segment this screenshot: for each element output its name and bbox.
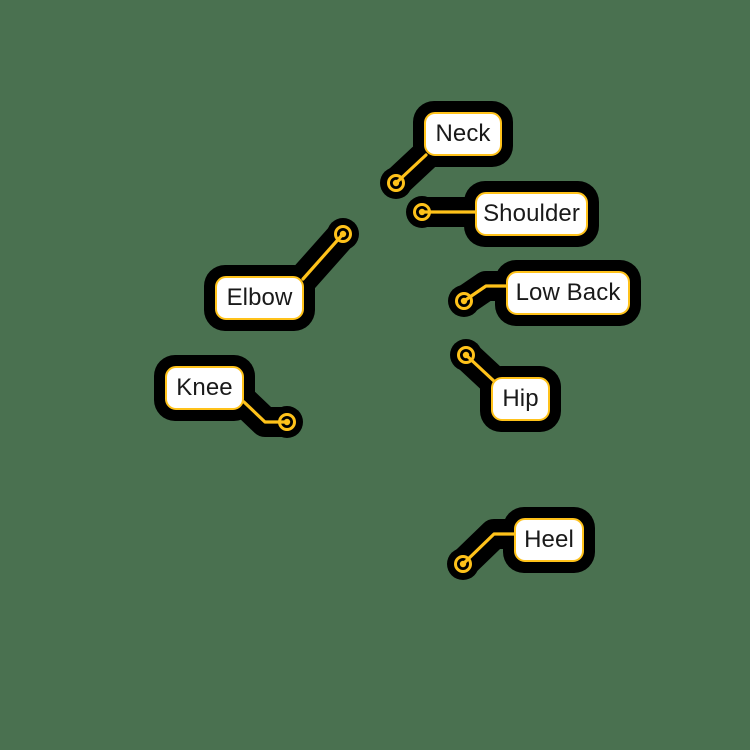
marker-core-elbow[interactable] (339, 230, 347, 238)
marker-core-shoulder[interactable] (418, 208, 426, 216)
marker-core-hip[interactable] (462, 351, 470, 359)
annotation-label-text-heel: Heel (524, 526, 574, 553)
annotation-label-knee[interactable]: Knee (165, 366, 244, 410)
leader-line-heel (461, 532, 518, 566)
marker-ring-low-back[interactable] (455, 292, 473, 310)
marker-ring-knee[interactable] (278, 413, 296, 431)
leader-line-elbow (301, 232, 345, 281)
marker-ring-hip[interactable] (457, 346, 475, 364)
marker-layer (278, 174, 475, 573)
marker-core-knee[interactable] (283, 418, 291, 426)
annotation-label-shoulder[interactable]: Shoulder (475, 192, 588, 236)
marker-core-neck[interactable] (392, 179, 400, 187)
marker-ring-heel[interactable] (454, 555, 472, 573)
annotation-label-text-elbow: Elbow (226, 284, 293, 311)
marker-ring-elbow[interactable] (334, 225, 352, 243)
annotation-label-text-hip: Hip (502, 385, 539, 412)
annotation-label-text-low-back: Low Back (515, 279, 621, 306)
annotation-label-text-neck: Neck (435, 120, 491, 147)
annotation-label-hip[interactable]: Hip (491, 377, 550, 421)
annotation-label-text-shoulder: Shoulder (483, 200, 580, 227)
annotation-label-text-knee: Knee (176, 374, 233, 401)
annotation-label-low-back[interactable]: Low Back (506, 271, 630, 315)
marker-core-low-back[interactable] (460, 297, 468, 305)
marker-core-heel[interactable] (459, 560, 467, 568)
marker-ring-neck[interactable] (387, 174, 405, 192)
annotation-label-heel[interactable]: Heel (514, 518, 584, 562)
annotation-label-neck[interactable]: Neck (424, 112, 502, 156)
halo-layer (154, 101, 641, 580)
annotation-label-elbow[interactable]: Elbow (215, 276, 304, 320)
marker-ring-shoulder[interactable] (413, 203, 431, 221)
